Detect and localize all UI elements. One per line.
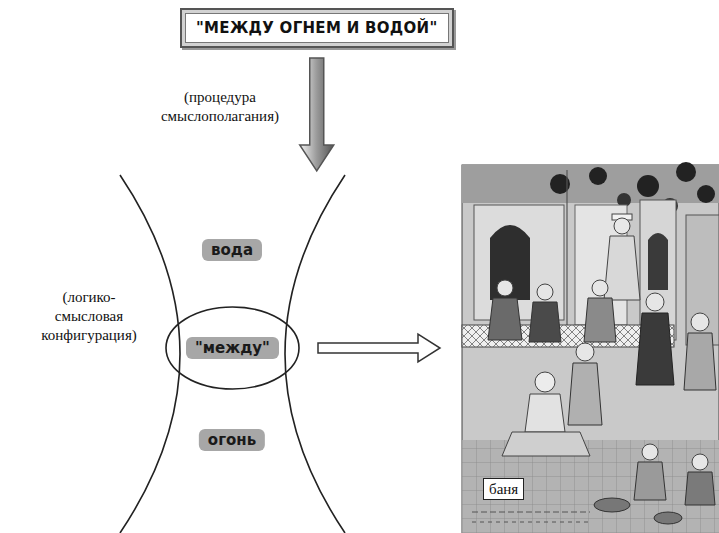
ellipse-shape — [166, 307, 299, 389]
node-text: "МЕЖДУ ОГНЕМ И ВОДОЙ" — [196, 19, 438, 37]
illustration-detail — [685, 472, 715, 505]
illustration-detail — [654, 512, 682, 524]
illustration-detail — [568, 363, 602, 425]
illustration-detail — [697, 185, 715, 203]
illustration-detail — [529, 302, 561, 342]
node-text: "между" — [186, 337, 279, 359]
illustration-detail — [604, 236, 640, 300]
illustration-detail — [684, 333, 716, 390]
illustration-detail — [637, 175, 659, 197]
illustration-detail — [535, 372, 555, 392]
illustration-detail — [566, 170, 567, 330]
illustration-detail — [676, 162, 696, 182]
node-text: огонь — [199, 429, 265, 451]
illustration-detail — [462, 165, 719, 533]
illustration-detail — [497, 280, 513, 296]
node-text: вода — [202, 239, 262, 261]
illustration-detail — [691, 313, 709, 331]
right-curve — [285, 175, 345, 533]
illustration-detail — [502, 432, 590, 456]
illustration-detail — [472, 512, 590, 513]
concept-pill: вода — [202, 239, 262, 261]
edge-label: (процедура смыслополагания) — [150, 88, 290, 126]
concept-pill: огонь — [199, 429, 265, 451]
illustration-detail — [592, 280, 608, 296]
illustration-detail — [692, 454, 708, 470]
illustration-detail — [490, 225, 530, 300]
illustration-detail — [636, 313, 674, 385]
illustration-detail — [614, 218, 630, 234]
configuration-label: (логико-смысловая конфигурация) — [30, 288, 148, 344]
illustration-detail — [472, 522, 590, 523]
illustration-detail — [525, 394, 565, 432]
illustration-detail — [537, 284, 553, 300]
illustration-detail — [462, 440, 719, 533]
illustration-detail — [594, 498, 630, 512]
hollow-arrow — [318, 334, 440, 362]
hourglass-configuration: (логико-смысловая конфигурация)вода"межд… — [115, 175, 350, 533]
left-curve — [120, 175, 180, 533]
illustration-detail — [589, 167, 607, 185]
bathhouse-miniature — [462, 162, 719, 533]
illustration-detail — [584, 298, 616, 342]
illustration-detail — [686, 215, 719, 345]
illustration-detail — [646, 293, 664, 311]
node-text: баня — [483, 478, 524, 500]
title-box: "МЕЖДУ ОГНЕМ И ВОДОЙ" — [180, 8, 454, 48]
illustration-detail — [576, 343, 594, 361]
illustration-detail — [642, 444, 658, 460]
illustration-detail — [634, 462, 666, 500]
bath-picture: баня — [462, 165, 719, 533]
illustration-detail — [648, 233, 668, 290]
block-arrow — [300, 58, 334, 171]
illustration-detail — [488, 298, 522, 340]
between-ellipse: "между" — [165, 306, 300, 390]
